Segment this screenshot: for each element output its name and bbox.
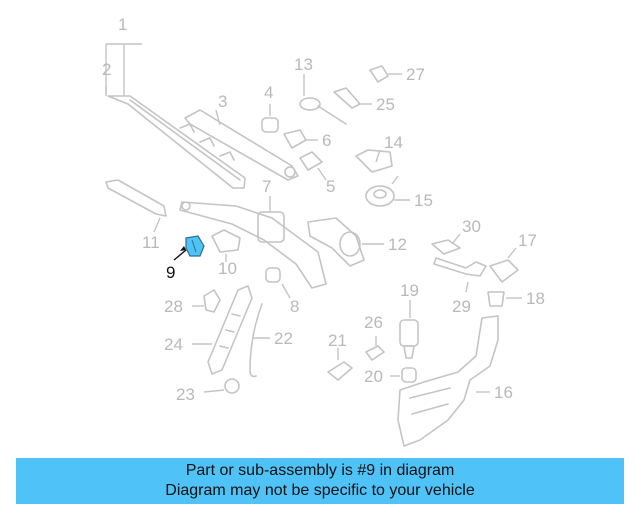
leader-9: [173, 249, 187, 261]
callout-4: 4: [264, 83, 273, 102]
callout-12: 12: [388, 235, 407, 254]
highlighted-part-9: [185, 235, 205, 257]
callout-17: 17: [518, 231, 537, 250]
callout-20: 20: [364, 367, 383, 386]
callout-14: 14: [384, 133, 403, 152]
cap-17-part: [489, 259, 519, 283]
callout-13: 13: [294, 55, 313, 74]
caption-line-2: Diagram may not be specific to your vehi…: [165, 482, 475, 499]
bracket-10-part: [211, 229, 241, 253]
callout-3: 3: [218, 92, 227, 111]
callout-18: 18: [526, 289, 545, 308]
connector-part: [333, 87, 361, 109]
washer-pump-part: [399, 319, 419, 359]
caption-line-1: Part or sub-assembly is #9 in diagram: [185, 462, 455, 479]
filler-18-part: [487, 291, 505, 307]
callout-2: 2: [102, 60, 111, 79]
hose-26-part: [365, 345, 385, 361]
callout-27: 27: [406, 65, 425, 84]
wiper-arm-part: [184, 109, 299, 181]
callout-29: 29: [452, 297, 471, 316]
wiper-motor-part: [307, 217, 365, 267]
callout-8: 8: [290, 297, 299, 316]
callout-21: 21: [328, 331, 347, 350]
bracket-part: [355, 149, 393, 173]
clip-part: [299, 151, 323, 171]
callout-15: 15: [414, 191, 433, 210]
callout-25: 25: [376, 95, 395, 114]
wiper-blade-part: [107, 95, 246, 189]
callout-28: 28: [164, 297, 183, 316]
plug-part: [369, 65, 389, 83]
callout-5: 5: [326, 177, 335, 196]
callout-24: 24: [164, 335, 183, 354]
callout-1: 1: [118, 15, 127, 34]
diagram-caption: Part or sub-assembly is #9 in diagram Di…: [16, 458, 624, 504]
hose-22-part: [249, 303, 263, 378]
wiper-arm-11-part: [105, 179, 167, 217]
nozzle-29-part: [433, 257, 487, 277]
bushing-8-part: [265, 267, 281, 283]
callout-7: 7: [262, 177, 271, 196]
callout-26: 26: [364, 313, 383, 332]
callout-16: 16: [494, 383, 513, 402]
callout-9: 9: [166, 263, 175, 282]
grommet-part: [283, 129, 307, 149]
bushing-part: [261, 117, 279, 133]
callout-10: 10: [218, 259, 237, 278]
nut-23-part: [224, 378, 240, 394]
linkage-part: [179, 201, 327, 289]
callout-6: 6: [322, 131, 331, 150]
grommet-20-part: [401, 367, 417, 383]
nozzle-30-part: [431, 239, 461, 255]
callout-23: 23: [176, 385, 195, 404]
washer-reservoir-part: [397, 315, 499, 447]
callout-19: 19: [400, 281, 419, 300]
cowl-bracket-part: [207, 285, 253, 375]
callout-22: 22: [274, 329, 293, 348]
elbow-21-part: [327, 361, 353, 381]
mount-part: [365, 185, 395, 207]
callout-30: 30: [462, 217, 481, 236]
callout-11: 11: [142, 233, 160, 252]
linkage-cap-part: [299, 97, 347, 125]
connector-28-part: [203, 289, 221, 313]
